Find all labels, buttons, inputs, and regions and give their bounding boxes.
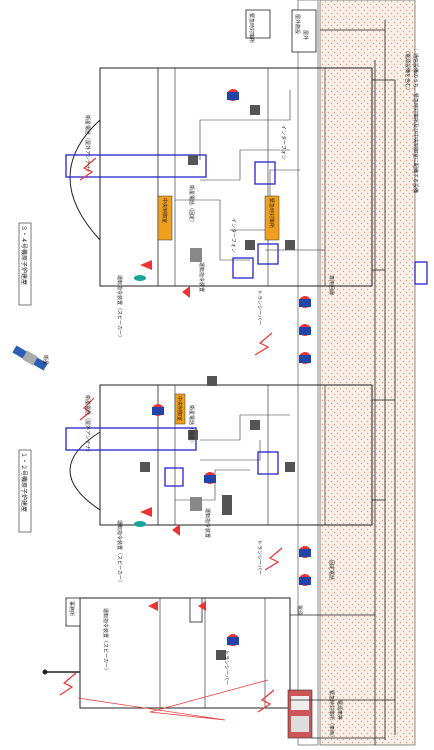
main-control-12-label: 中央制御室 bbox=[176, 396, 183, 421]
ground-strip bbox=[298, 0, 318, 745]
emergency-car-label: 緊急時対策所（車両） bbox=[328, 690, 335, 740]
sat-phone-fixed-12-label: 衛星電話（固定） bbox=[188, 405, 195, 445]
intercom-1-label: インターフォン bbox=[230, 218, 237, 253]
power-supply-label: 電源 bbox=[296, 605, 303, 615]
phone-board-34-label: 運転指令装置 bbox=[198, 262, 205, 292]
wireless-link-zigzag bbox=[78, 680, 268, 720]
operator-figures bbox=[152, 89, 311, 646]
satellite-label: 衛星 bbox=[42, 355, 49, 365]
sat-phone-fixed-34-label: 衛星電話（固定） bbox=[188, 185, 195, 225]
transceiver-3-label: トランシーバー bbox=[223, 650, 229, 685]
main-control-34-label: 中央制御室 bbox=[161, 198, 168, 223]
paging-34-label: 運転指令装置（スピーカー） bbox=[116, 275, 123, 340]
vehicle-note-label: 電源車等 bbox=[336, 700, 343, 720]
legend-swatch bbox=[415, 262, 427, 284]
exterior-label: 屋外 bbox=[302, 30, 309, 40]
transceiver-1-label: トランシーバー bbox=[256, 290, 262, 325]
paging-12-label: 運転指令装置（スピーカー） bbox=[116, 520, 123, 585]
legend-note: ：通信設備のうち、緊急時対策所及び中央制御室に配備する設備 bbox=[412, 48, 419, 193]
transceiver-2-label: トランシーバー bbox=[256, 540, 262, 575]
phone-board-12-label: 運転指令装置 bbox=[204, 508, 211, 538]
intercom-2-label: インターフォン bbox=[280, 125, 287, 160]
paging-aux-label: 運転指令装置（スピーカー） bbox=[102, 608, 109, 673]
emergency-office-title: 屋外施設 bbox=[294, 14, 301, 34]
ground-zone bbox=[320, 0, 415, 745]
direct-call-label: 専用回線 bbox=[328, 275, 335, 295]
phone-icons bbox=[140, 105, 295, 660]
legend-subnote: （電源設備を含む） bbox=[404, 48, 411, 93]
emergency-phone-34-label: 緊急時対策所 bbox=[268, 198, 275, 228]
fixed-phone-label: 固定電話 bbox=[328, 560, 335, 580]
unit12-title: １・２号機原子炉建屋 bbox=[20, 452, 28, 512]
sat-phone-34-label: 衛星電話（屋外アンテナ） bbox=[84, 115, 91, 175]
sat-phone-12-label: 衛星電話（屋外アンテナ） bbox=[84, 395, 91, 455]
emergency-vehicle-photo bbox=[288, 690, 312, 738]
unit34-title: ３・４号機原子炉建屋 bbox=[20, 225, 28, 285]
aux-top-title: 緊急時対策所 bbox=[248, 13, 255, 43]
office-title: 事務所 bbox=[68, 601, 75, 616]
office-building bbox=[66, 598, 290, 708]
